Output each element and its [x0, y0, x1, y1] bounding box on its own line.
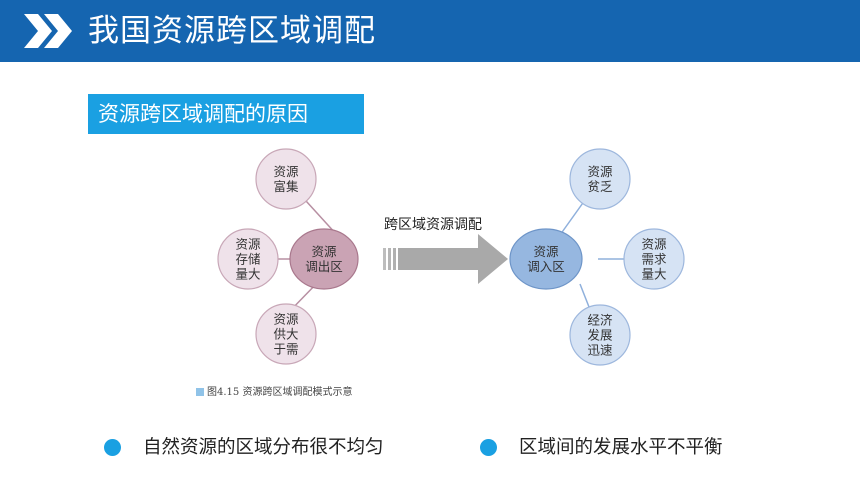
header-bar: 我国资源跨区域调配: [0, 0, 860, 62]
bullet-item: 自然资源的区域分布很不均匀: [104, 436, 384, 460]
source-region-node: [289, 228, 359, 290]
resource-allocation-diagram: 资源 富集 资源 存储 量大 资源 供大 于需 资源 调出区 资源 贫乏 资源 …: [190, 140, 710, 406]
section-label: 资源跨区域调配的原因: [88, 94, 364, 134]
source-satellite-surplus: [255, 303, 317, 365]
source-satellite-storage: [217, 228, 279, 290]
source-satellite-rich: [255, 148, 317, 210]
arrow-label: 跨区域资源调配: [384, 217, 482, 233]
dest-satellite-growth: [569, 304, 631, 366]
bullet-item: 区域间的发展水平不平衡: [480, 436, 723, 460]
allocation-arrow: [383, 234, 508, 284]
bullet-dot-icon: [480, 439, 497, 456]
destination-region-node: [509, 228, 583, 290]
dest-satellite-poor: [569, 148, 631, 210]
bullet-dot-icon: [104, 439, 121, 456]
page-title: 我国资源跨区域调配: [88, 13, 376, 49]
dest-satellite-demand: [623, 228, 685, 290]
double-chevron-icon: [24, 14, 72, 48]
figure-caption: 图4.15 资源跨区域调配模式示意: [196, 383, 352, 398]
caption-marker-icon: [196, 388, 204, 396]
